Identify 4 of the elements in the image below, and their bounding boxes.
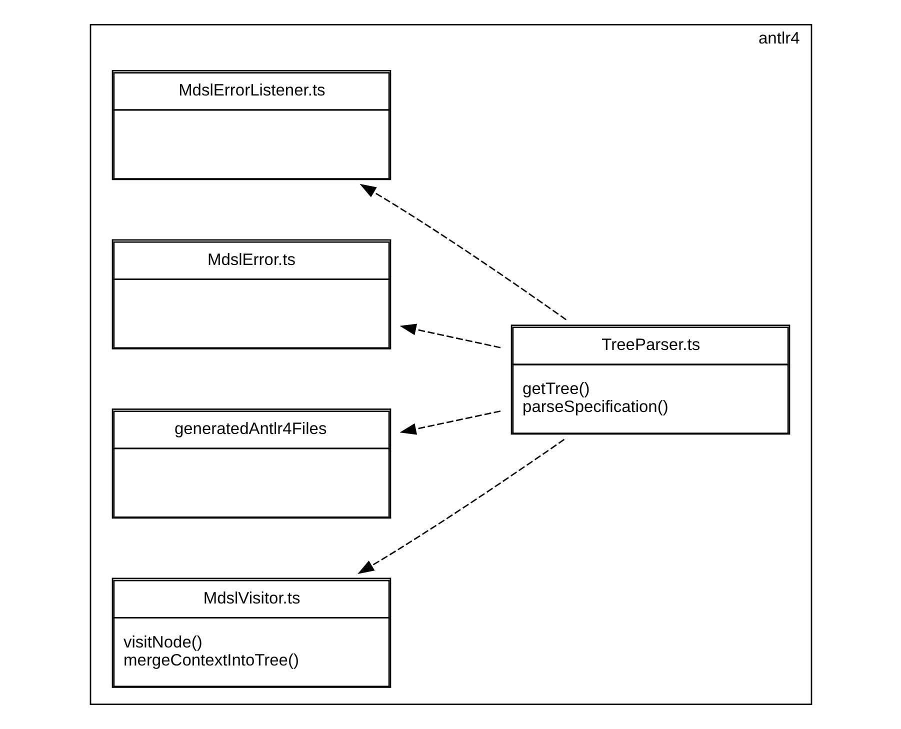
arrow bbox=[399, 410, 500, 435]
arrow bbox=[357, 438, 564, 574]
arrow bbox=[359, 184, 566, 320]
arrow bbox=[399, 324, 500, 348]
